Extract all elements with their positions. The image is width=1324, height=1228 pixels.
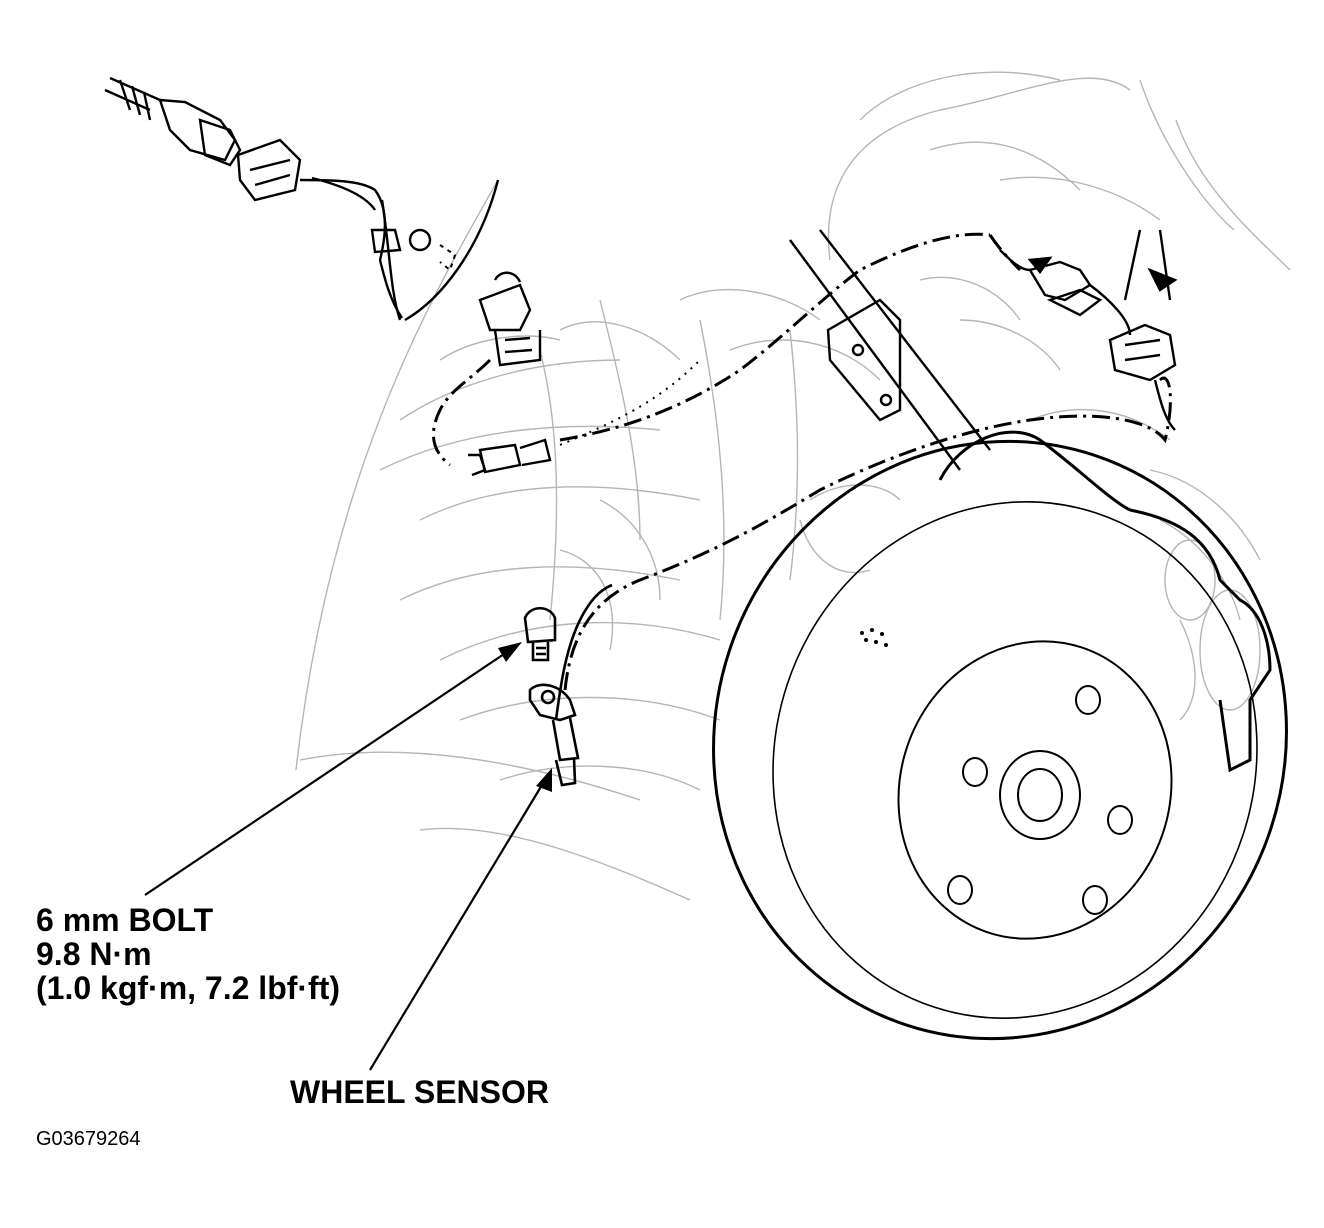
sensor-arrow <box>536 768 552 792</box>
bolt-label: 6 mm BOLT <box>36 902 214 938</box>
torque-label: 9.8 N·m <box>36 936 152 972</box>
bolt-leader <box>144 649 511 896</box>
right-connector <box>999 229 1178 431</box>
brake-rotor <box>712 430 1288 1041</box>
upper-bracket-dashes <box>439 244 457 272</box>
wheel-sensor-part <box>523 583 613 787</box>
harness-clip <box>468 271 552 477</box>
sensor-leader <box>369 779 546 1071</box>
harness-dotted <box>559 359 701 446</box>
figure-id: G03679264 <box>36 1128 141 1150</box>
upper-connector-harness <box>104 76 432 319</box>
background-outlines <box>295 71 1291 901</box>
wheel-sensor-label: WHEEL SENSOR <box>290 1074 549 1110</box>
rotor-dots <box>860 628 888 647</box>
torque-alt-label: (1.0 kgf·m, 7.2 lbf·ft) <box>36 970 341 1006</box>
bolt-arrow <box>498 642 522 662</box>
